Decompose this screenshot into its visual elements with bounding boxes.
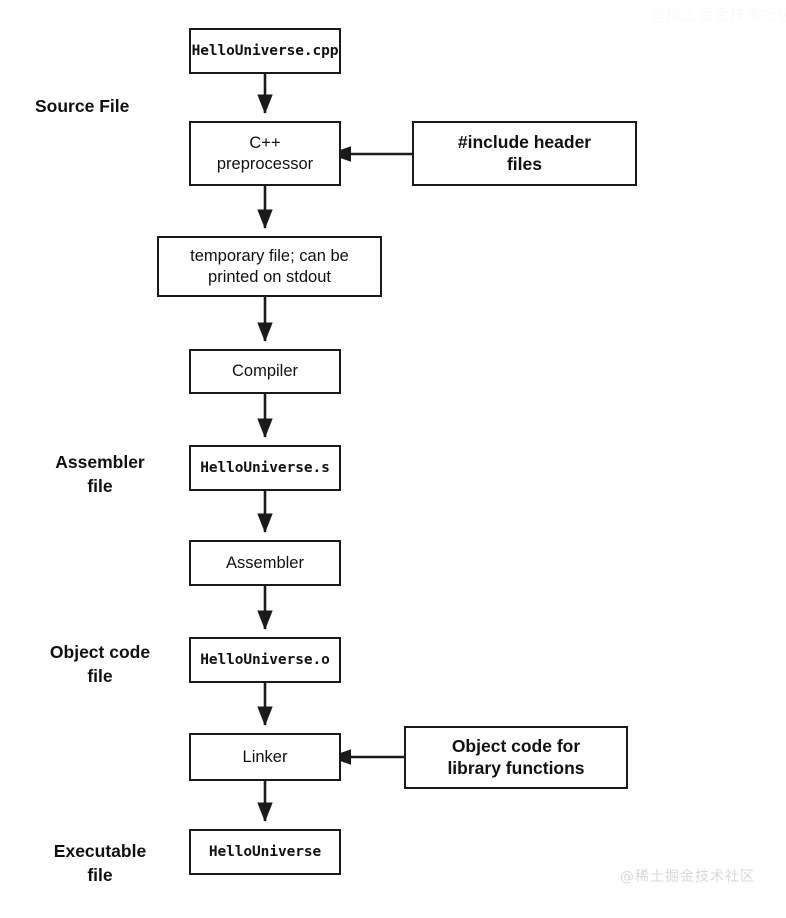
node-compiler: Compiler	[189, 349, 341, 394]
node-hello-universe-o: HelloUniverse.o	[189, 637, 341, 683]
stage-label-source-file: Source File	[35, 96, 130, 116]
node-hello-universe-s: HelloUniverse.s	[189, 445, 341, 491]
watermark-top: @稀土掘金技术社区	[650, 6, 786, 24]
node-hello-universe: HelloUniverse	[189, 829, 341, 875]
node-assembler: Assembler	[189, 540, 341, 586]
node-temporary-file: temporary file; can be printed on stdout	[157, 236, 382, 297]
node-cpp-preprocessor: C++ preprocessor	[189, 121, 341, 186]
stage-label-object-code-file: Object code file	[49, 642, 151, 686]
node-hello-universe-cpp: HelloUniverse.cpp	[189, 28, 341, 74]
stage-label-assembler-file: Assembler file	[55, 452, 145, 496]
stage-label-executable-file: Executable file	[53, 841, 147, 885]
node-object-code-library: Object code for library functions	[404, 726, 628, 789]
watermark-bottom: @稀土掘金技术社区	[620, 869, 755, 885]
node-include-header-files: #include header files	[412, 121, 637, 186]
node-linker: Linker	[189, 733, 341, 781]
